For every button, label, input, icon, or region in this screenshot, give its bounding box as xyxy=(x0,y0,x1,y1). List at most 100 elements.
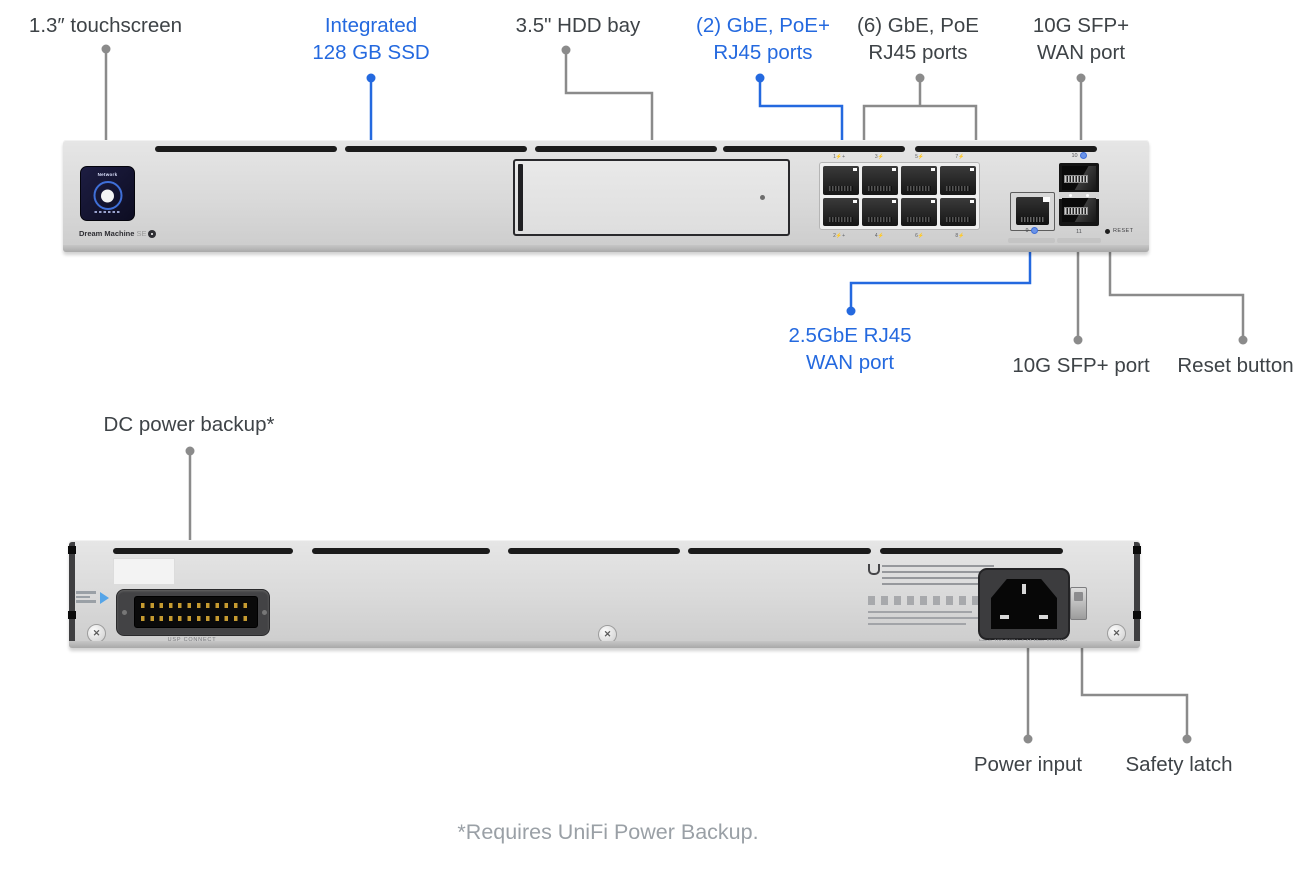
callout-dot xyxy=(1023,734,1033,744)
port9-led xyxy=(1043,197,1050,202)
callout-dot xyxy=(366,73,376,83)
vent-slot xyxy=(723,146,905,152)
callout-line-reset xyxy=(1108,252,1245,340)
callout-dot xyxy=(755,73,765,83)
screw-icon: ✕ xyxy=(598,625,617,644)
screen-button-graphic xyxy=(101,189,114,202)
vent-slot xyxy=(508,548,680,554)
label-poe-plus-line1: (2) GbE, PoE+ xyxy=(696,14,830,37)
reset-button: RESET xyxy=(1105,228,1133,234)
blank-label-plate xyxy=(113,558,175,585)
pull-tab-slot xyxy=(1057,238,1101,243)
port-label-1: 1⚡+ xyxy=(833,154,846,160)
callout-dot xyxy=(915,73,925,83)
port-label-6: 6⚡ xyxy=(915,233,925,239)
dc-input-finetext xyxy=(76,589,96,605)
rj45-jack-6 xyxy=(901,197,937,226)
callout-dot xyxy=(1073,335,1083,345)
port-label-8: 8⚡ xyxy=(955,233,965,239)
callout-dot xyxy=(185,446,195,456)
callout-dot xyxy=(101,44,111,54)
label-poe-plus-ports: (2) GbE, PoE+ RJ45 ports xyxy=(683,12,843,66)
sfp-cage-divider xyxy=(1059,192,1099,199)
sfp-cage-10 xyxy=(1062,166,1096,190)
callout-line-hdd-bay xyxy=(564,50,654,141)
label-ssd: Integrated 128 GB SSD xyxy=(291,12,451,66)
rack-edge-right xyxy=(1133,542,1141,645)
vent-slot xyxy=(345,146,527,152)
rj45-jack-5 xyxy=(901,166,937,195)
brand-text: Dream Machine SE xyxy=(79,229,157,238)
screw-icon: ✕ xyxy=(87,624,106,643)
hdd-bay-latch xyxy=(518,164,523,231)
port-label-7: 7⚡ xyxy=(955,154,965,160)
port-label-4: 4⚡ xyxy=(874,233,884,239)
hdd-bay-tray xyxy=(513,159,790,236)
sfp-cage-block xyxy=(1059,163,1099,226)
vent-slot xyxy=(535,146,717,152)
rj45-jack-1 xyxy=(823,166,859,195)
label-poe-ports: (6) GbE, PoE RJ45 ports xyxy=(843,12,993,66)
label-ssd-line1: Integrated xyxy=(324,14,418,37)
safety-latch xyxy=(1070,587,1087,620)
dc-connector-pins-row2 xyxy=(141,616,251,621)
port-label-2: 2⚡+ xyxy=(833,233,846,239)
port-labels-top: 1⚡+ 3⚡ 5⚡ 7⚡ xyxy=(819,154,980,160)
callout-dot xyxy=(1076,73,1086,83)
rj45-jack-2 xyxy=(823,197,859,226)
rj45-jack-8 xyxy=(940,197,976,226)
label-poe-line1: (6) GbE, PoE xyxy=(857,14,979,37)
front-panel: Network Dream Machine SE 1⚡+ 3⚡ 5⚡ 7⚡ xyxy=(63,140,1149,252)
label-rj45-wan-line1: 2.5GbE RJ45 xyxy=(788,324,912,347)
vent-slot xyxy=(688,548,871,554)
gear-icon xyxy=(148,229,157,238)
power-input-socket xyxy=(978,568,1070,640)
vent-slot xyxy=(312,548,490,554)
label-hdd-bay: 3.5" HDD bay xyxy=(515,14,641,37)
brand-name: Dream Machine xyxy=(79,229,135,238)
label-touchscreen: 1.3″ touchscreen xyxy=(28,14,183,37)
dc-power-backup-connector xyxy=(116,589,270,636)
vent-slot xyxy=(915,146,1097,152)
port10-label: 10 xyxy=(1053,152,1105,159)
port10-number: 10 xyxy=(1071,152,1078,159)
callout-dot xyxy=(561,45,571,55)
label-sfp-wan-port: 10G SFP+ WAN port xyxy=(1006,12,1156,66)
pull-tab-slot xyxy=(1008,238,1055,243)
callout-line-safety-latch xyxy=(1080,648,1189,739)
rj45-jack-7 xyxy=(940,166,976,195)
vent-slot xyxy=(113,548,293,554)
vent-slot xyxy=(155,146,337,152)
hdd-bay-pinhole xyxy=(760,195,765,200)
certification-marks xyxy=(868,596,988,605)
port-labels-bottom: 2⚡+ 4⚡ 6⚡ 8⚡ xyxy=(819,233,980,239)
label-dc-power-backup: DC power backup* xyxy=(103,413,275,436)
callout-dot xyxy=(1238,335,1248,345)
label-reset-button: Reset button xyxy=(1177,354,1294,377)
wan-rj45-port-9 xyxy=(1010,192,1055,231)
label-poe-line2: RJ45 ports xyxy=(868,41,968,64)
callout-line-poe-ports xyxy=(862,78,978,141)
screw-icon: ✕ xyxy=(1107,624,1126,643)
power-pin-left xyxy=(1000,615,1009,619)
dc-indicator-icon xyxy=(100,592,109,604)
regulatory-label xyxy=(866,562,1002,632)
rj45-jack-3 xyxy=(862,166,898,195)
label-sfp-wan-line1: 10G SFP+ xyxy=(1032,14,1130,37)
label-rj45-wan-port: 2.5GbE RJ45 WAN port xyxy=(760,322,940,376)
dc-connector-mount xyxy=(261,610,267,615)
power-rating-label: Input: 100-240V~4.4A Max, 50/60Hz xyxy=(978,639,1068,645)
power-pin-right xyxy=(1039,615,1048,619)
label-safety-latch: Safety latch xyxy=(1125,753,1233,776)
vent-slot xyxy=(880,548,1063,554)
port-label-5: 5⚡ xyxy=(915,154,925,160)
callout-line-rj45-wan xyxy=(849,252,1032,311)
dc-connector-pins-row1 xyxy=(141,603,251,608)
ubiquiti-logo xyxy=(868,564,880,575)
port-label-3: 3⚡ xyxy=(874,154,884,160)
callout-dot xyxy=(846,306,856,316)
brand-edition: SE xyxy=(136,229,147,238)
port11-label: 11 xyxy=(1053,229,1105,235)
dc-connector-cavity xyxy=(134,596,258,628)
